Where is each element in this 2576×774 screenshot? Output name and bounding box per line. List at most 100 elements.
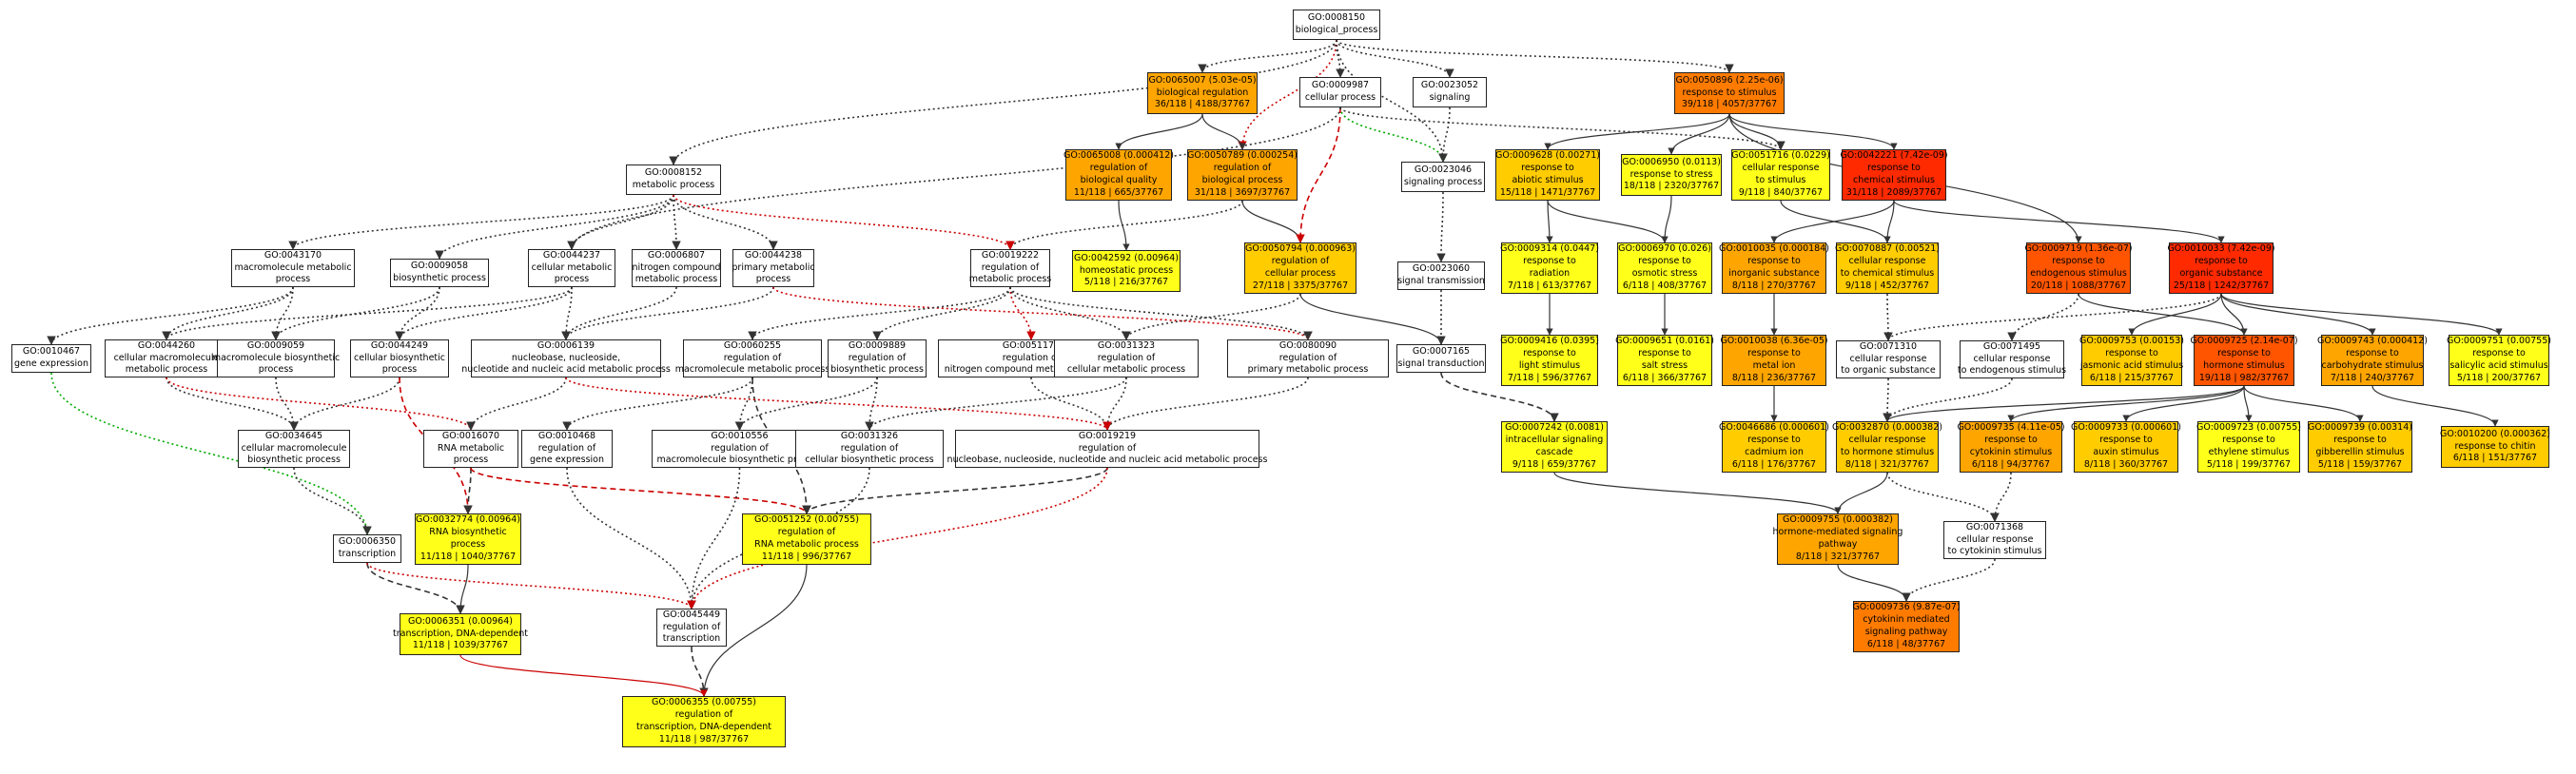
go-term-line: regulation of <box>840 442 899 454</box>
edge-n32870-to-n9755 <box>1834 472 1888 514</box>
go-term-line: 9/118 | 840/37767 <box>1738 186 1824 198</box>
go-term-line: metabolic process <box>632 180 715 190</box>
edge-n7242-to-n9755 <box>1553 472 1842 514</box>
go-term-id: GO:0031323 <box>1097 339 1156 351</box>
go-term-node-9755[interactable]: GO:0009755 (0.000382)hormone-mediated si… <box>1773 513 1903 565</box>
edge-n19222-to-n60255 <box>748 286 1011 340</box>
go-term-node-50896[interactable]: GO:0050896 (2.25e-06)response to stimulu… <box>1674 72 1785 114</box>
go-term-line: salicylic acid stimulus <box>2449 360 2548 371</box>
go-term-line: cellular metabolic <box>531 261 613 273</box>
go-term-id: GO:0007165 <box>1412 346 1471 358</box>
go-term-line: transcription, DNA-dependent <box>636 722 771 732</box>
go-term-node-65007[interactable]: GO:0065007 (5.03e-05)biological regulati… <box>1147 72 1258 114</box>
go-term-line: 5/118 | 159/37767 <box>2317 458 2403 470</box>
go-term-node-6351[interactable]: GO:0006351 (0.00964)transcription, DNA-d… <box>393 613 528 655</box>
go-term-line: nucleobase, nucleoside, nucleotide and n… <box>946 455 1268 466</box>
go-term-id: GO:0042592 (0.00964) <box>1074 252 1179 263</box>
go-term-line: macromolecule metabolic <box>234 261 352 273</box>
go-term-id: GO:0034645 <box>264 430 323 441</box>
edge-n44260-to-n34645 <box>166 377 299 431</box>
edge-n8150-to-n50896 <box>1336 39 1734 73</box>
go-term-line: cellular biosynthetic <box>354 352 446 363</box>
go-term-node-7242[interactable]: GO:0007242 (0.0081)intracellular signali… <box>1501 421 1608 473</box>
go-term-line: to cytokinin stimulus <box>1947 546 2042 557</box>
edge-n9628-to-n6970 <box>1547 200 1669 243</box>
go-term-line: signaling <box>1429 92 1471 103</box>
go-term-line: homeostatic process <box>1079 264 1174 276</box>
go-term-line: gene expression <box>529 455 604 466</box>
go-term-id: GO:0006139 <box>537 339 595 351</box>
go-term-line: signal transmission <box>1397 276 1485 286</box>
go-term-line: biological regulation <box>1156 87 1249 98</box>
go-term-line: primary metabolic process <box>1247 364 1369 376</box>
go-term-line: gene expression <box>14 358 89 369</box>
